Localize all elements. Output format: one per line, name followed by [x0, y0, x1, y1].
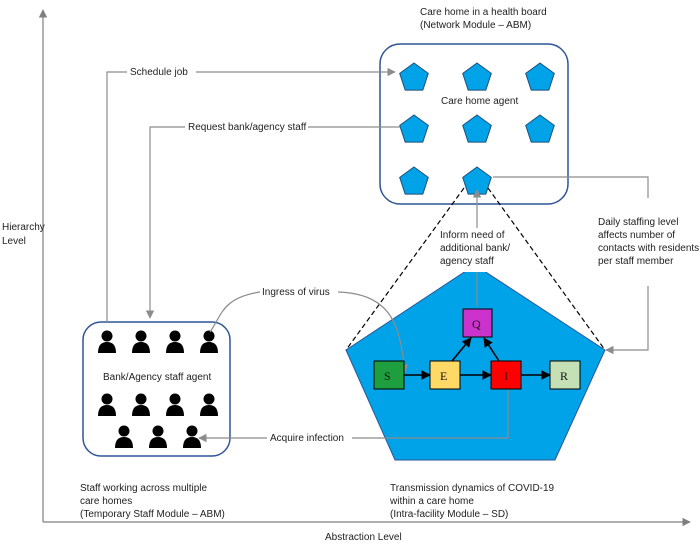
care-home-pentagons — [399, 62, 555, 195]
person-icon — [200, 393, 218, 416]
zoom-line-right — [487, 187, 606, 351]
arrow-e-q — [451, 337, 472, 362]
acquire-infection-connector — [352, 390, 509, 439]
compartment-e-label: E — [440, 369, 447, 383]
staff-module-caption: Staff working across multiple care homes… — [80, 483, 225, 520]
care-home-agent-icon — [399, 166, 429, 195]
person-icon — [183, 425, 201, 448]
daily-staffing-connector-top — [493, 176, 649, 198]
transmission-module-caption: Transmission dynamics of COVID-19 within… — [389, 483, 557, 520]
care-home-agent-icon — [525, 114, 555, 143]
acquire-infection-label: Acquire infection — [270, 433, 344, 444]
x-axis-label: Abstraction Level — [325, 532, 402, 543]
schedule-job-label: Schedule job — [130, 67, 188, 78]
person-icon — [166, 330, 184, 353]
inform-need-label: Inform need of additional bank/ agency s… — [440, 230, 513, 267]
person-icon — [166, 393, 184, 416]
staff-agent-box — [82, 321, 231, 457]
compartment-s-label: S — [384, 369, 391, 383]
intra-facility-pentagon — [345, 264, 606, 461]
schedule-job-connector — [106, 71, 127, 322]
person-icon — [132, 330, 150, 353]
care-home-agent-icon — [525, 62, 555, 91]
person-icon — [98, 393, 116, 416]
care-home-agent-icon — [462, 62, 492, 91]
daily-staffing-label: Daily staffing level affects number of c… — [598, 217, 700, 267]
person-icon — [149, 425, 167, 448]
care-home-agent-icon — [462, 114, 492, 143]
person-icon — [115, 425, 133, 448]
compartment-q-label: Q — [472, 317, 481, 331]
inform-need-bg — [438, 228, 516, 272]
staff-people — [98, 330, 218, 448]
ingress-virus-connector-left — [209, 291, 261, 333]
compartment-r-label: R — [560, 369, 568, 383]
care-home-agent-label: Care home agent — [441, 96, 518, 107]
request-staff-arrow — [145, 126, 185, 319]
compartment-i-label: I — [504, 369, 508, 383]
care-home-agent-icon — [399, 114, 429, 143]
person-icon — [132, 393, 150, 416]
person-icon — [200, 330, 218, 353]
compartment-q — [462, 308, 493, 338]
zoom-line-left — [345, 187, 465, 351]
ingress-virus-label: Ingress of virus — [262, 287, 330, 298]
arrow-i-q — [483, 337, 500, 362]
compartment-i — [490, 360, 522, 390]
compartment-r — [549, 360, 581, 390]
ingress-virus-arrow — [337, 291, 409, 373]
compartment-e — [429, 360, 461, 390]
request-staff-label: Request bank/agency staff — [188, 122, 306, 133]
daily-staffing-arrow — [605, 286, 649, 355]
staff-agent-label: Bank/Agency staff agent — [103, 372, 211, 383]
compartment-s — [373, 360, 405, 390]
y-axis-label: Hierarchy Level — [2, 222, 48, 247]
person-icon — [98, 330, 116, 353]
care-home-agent-icon — [399, 62, 429, 91]
care-home-board-title: Care home in a health board (Network Mod… — [420, 7, 550, 31]
